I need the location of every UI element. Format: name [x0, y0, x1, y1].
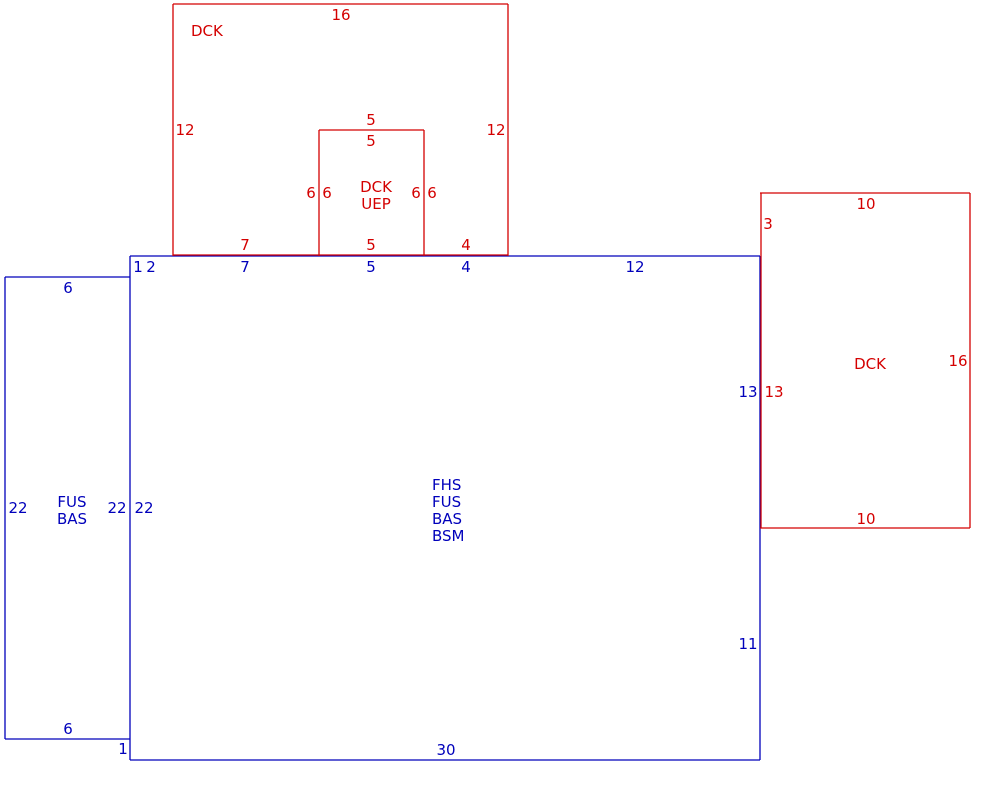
left-addition-dim-right: 22 — [107, 499, 126, 517]
main-code-2: FUS — [432, 493, 461, 511]
main-dim-top-4: 4 — [461, 258, 471, 276]
main-dim-right-upper: 13 — [738, 383, 757, 401]
left-addition-outline — [4, 276, 130, 740]
porch-dim-right-inner: 6 — [411, 184, 421, 202]
porch-dim-bottom: 5 — [366, 236, 376, 254]
deck-right-dim-left-offset: 3 — [763, 215, 773, 233]
left-addition-dim-top: 6 — [63, 279, 73, 297]
left-addition-code-1: FUS — [57, 493, 86, 511]
main-dim-top-5: 5 — [366, 258, 376, 276]
main-dim-top-2: 2 — [146, 258, 156, 276]
deck-top-dim-left: 12 — [175, 121, 194, 139]
left-addition-code-2: BAS — [57, 510, 87, 528]
main-house-outline — [129, 255, 761, 761]
porch-outline — [318, 129, 425, 256]
porch-labels: 5 5 6 6 6 6 5 DCK UEP — [306, 111, 437, 254]
deck-right-dim-top: 10 — [856, 195, 875, 213]
left-addition-dim-bottom: 6 — [63, 720, 73, 738]
main-dim-top-7: 7 — [240, 258, 250, 276]
main-dim-bottom-left-offset: 1 — [118, 740, 128, 758]
deck-top-dim-bottom-right: 4 — [461, 236, 471, 254]
main-code-1: FHS — [432, 476, 461, 494]
porch-code-2: UEP — [361, 195, 391, 213]
deck-top-labels: DCK 16 12 12 7 4 — [175, 6, 505, 254]
left-addition-dim-left: 22 — [8, 499, 27, 517]
main-dim-right-lower: 11 — [738, 635, 757, 653]
deck-right-label: DCK — [854, 355, 887, 373]
deck-right-dim-bottom: 10 — [856, 510, 875, 528]
main-dim-left: 22 — [134, 499, 153, 517]
porch-dim-left-inner: 6 — [322, 184, 332, 202]
deck-right-labels: 10 3 DCK 16 13 10 — [763, 195, 967, 528]
porch-dim-top-outer: 5 — [366, 111, 376, 129]
main-code-4: BSM — [432, 527, 465, 545]
porch-dim-right-outer: 6 — [427, 184, 437, 202]
deck-right-outline — [760, 192, 971, 529]
deck-top-dim-top: 16 — [331, 6, 350, 24]
deck-top-dim-right: 12 — [486, 121, 505, 139]
main-code-3: BAS — [432, 510, 462, 528]
main-dim-bottom: 30 — [436, 741, 455, 759]
main-dim-top-1: 1 — [133, 258, 143, 276]
deck-right-dim-left: 13 — [764, 383, 783, 401]
left-addition-labels: 6 6 22 22 FUS BAS — [8, 279, 126, 738]
main-dim-top-12: 12 — [625, 258, 644, 276]
deck-top-outline — [172, 3, 509, 256]
porch-code-1: DCK — [360, 178, 393, 196]
main-house-labels: 1 2 7 5 4 12 13 11 22 30 1 FHS FUS BAS B… — [118, 258, 757, 759]
deck-top-dim-bottom-left: 7 — [240, 236, 250, 254]
deck-right-dim-right: 16 — [948, 352, 967, 370]
porch-dim-left-outer: 6 — [306, 184, 316, 202]
porch-dim-top-inner: 5 — [366, 132, 376, 150]
deck-top-label: DCK — [191, 22, 224, 40]
